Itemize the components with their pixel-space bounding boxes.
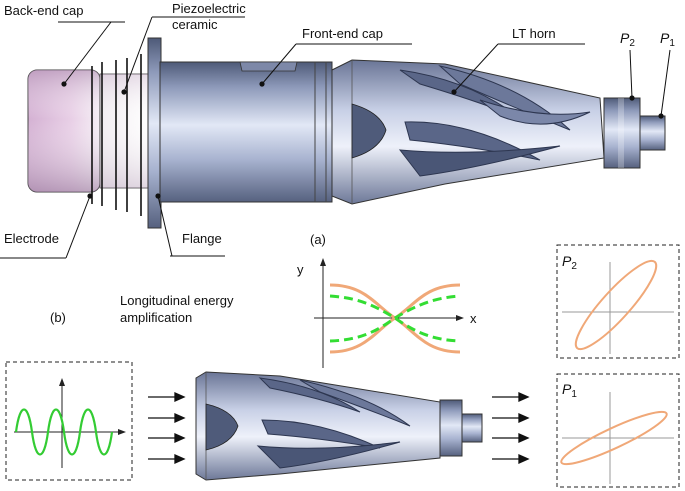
displacement-plot: y x xyxy=(297,258,477,368)
label-panel-a: (a) xyxy=(310,232,326,247)
p1-trajectory-box: P1 xyxy=(556,373,680,488)
label-amp-line2: amplification xyxy=(120,310,192,325)
label-piezo-line2: ceramic xyxy=(172,17,218,32)
p1-ellipse xyxy=(560,410,668,466)
transducer-assembly xyxy=(27,37,666,229)
front-end-cap xyxy=(159,61,333,203)
p2-ellipse xyxy=(574,259,658,351)
green-dashed-curve-2 xyxy=(329,294,461,343)
p2-box-label: P2 xyxy=(562,253,577,272)
label-flange: Flange xyxy=(182,231,222,246)
p2-trajectory-box: P2 xyxy=(556,244,680,359)
sine-wave xyxy=(14,408,114,456)
label-piezo-line1: Piezoelectric xyxy=(172,1,246,16)
p1-box-label: P1 xyxy=(562,381,577,400)
label-back-end-cap: Back-end cap xyxy=(4,3,84,18)
label-amp-line1: Longitudinal energy xyxy=(120,293,234,308)
horn-tip-p1 xyxy=(639,115,666,151)
label-front-end-cap: Front-end cap xyxy=(302,26,383,41)
label-p2: P2 xyxy=(620,30,635,49)
label-p1: P1 xyxy=(660,30,675,49)
axis-x-label: x xyxy=(470,311,477,326)
leader-lines xyxy=(0,16,671,259)
input-arrows xyxy=(148,391,186,465)
label-electrode: Electrode xyxy=(4,231,59,246)
helical-grooves xyxy=(398,65,591,177)
lt-horn-small xyxy=(195,371,483,481)
output-arrows xyxy=(492,391,530,465)
input-sine-box xyxy=(5,361,133,481)
green-dashed-curve-1 xyxy=(329,294,461,343)
leader-dots xyxy=(61,81,664,199)
label-lt-horn: LT horn xyxy=(512,26,556,41)
label-panel-b: (b) xyxy=(50,310,66,325)
axis-y-label: y xyxy=(297,262,304,277)
